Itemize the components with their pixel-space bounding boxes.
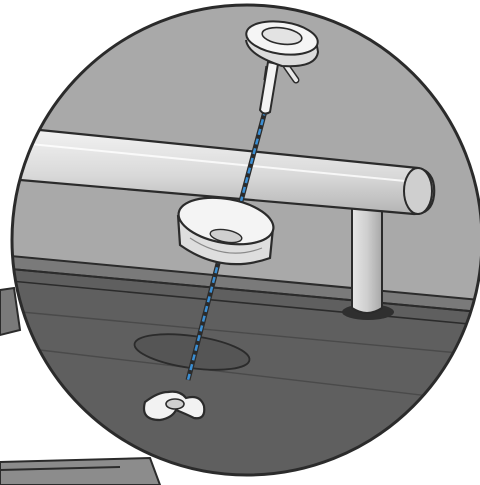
handle-post [352, 200, 382, 313]
rail-end-cap [404, 168, 432, 214]
